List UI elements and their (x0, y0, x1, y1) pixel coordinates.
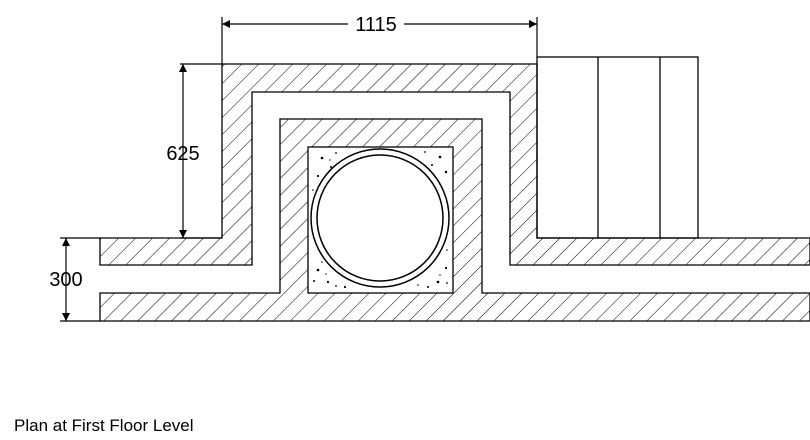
height-label: 625 (166, 143, 199, 165)
riser-cabinet (536, 56, 699, 239)
wall-label: 300 (49, 269, 82, 291)
wall-dimension (60, 237, 100, 322)
pipe-inner (316, 154, 444, 282)
drawing-caption: Plan at First Floor Level (14, 416, 194, 435)
height-dimension (179, 63, 222, 239)
inner-wall (99, 118, 810, 322)
concrete-speckles (312, 151, 448, 289)
width-dimension (221, 17, 538, 64)
width-label: 1115 (355, 14, 397, 36)
